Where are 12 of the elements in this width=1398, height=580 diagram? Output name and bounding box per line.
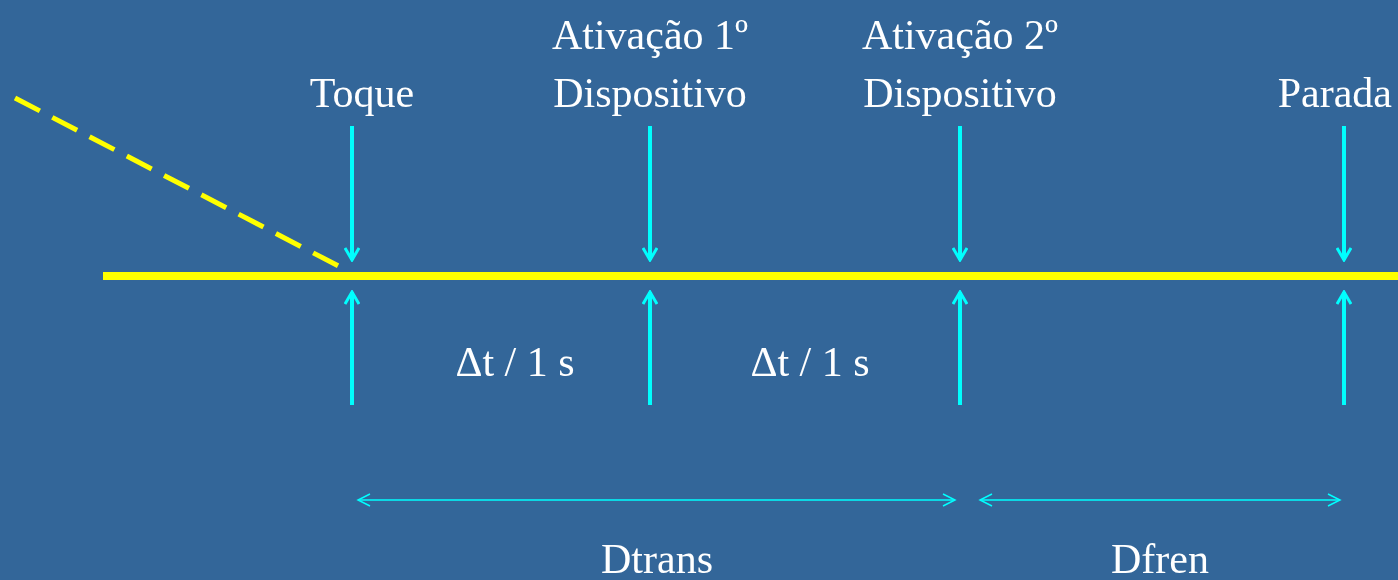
arrow (641, 126, 659, 262)
interval-label: Δt / 1 s (750, 338, 870, 387)
event-label: Parada (1277, 64, 1392, 122)
event-label: Toque (309, 64, 415, 122)
distance-label: Dfren (1111, 535, 1209, 580)
event-label: Ativação 2º Dispositivo (817, 6, 1103, 122)
arrow (951, 126, 969, 262)
distance-label: Dtrans (601, 535, 713, 580)
interval-label: Δt / 1 s (455, 338, 575, 387)
arrow (1335, 126, 1353, 262)
event-label: Ativação 1º Dispositivo (507, 6, 793, 122)
arrow (343, 126, 361, 262)
